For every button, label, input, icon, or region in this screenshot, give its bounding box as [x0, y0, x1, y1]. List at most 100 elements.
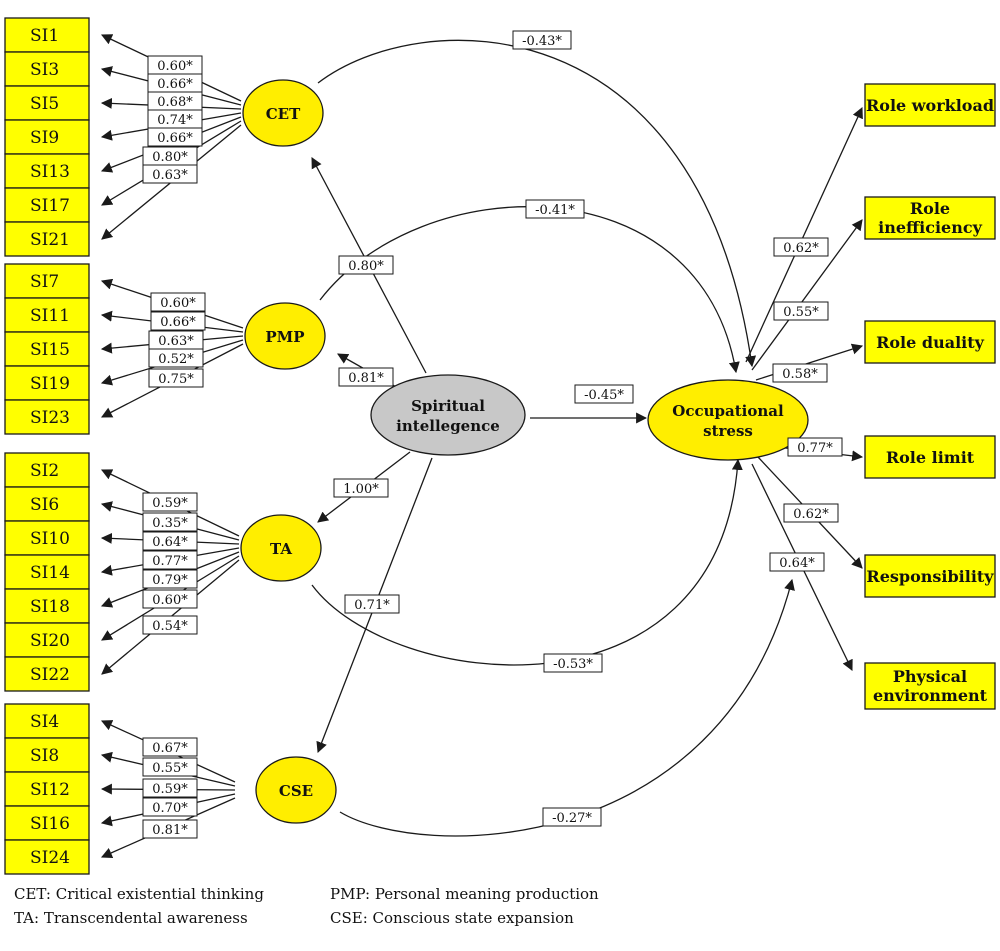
- outcome-label-line1: Occupational: [672, 402, 784, 420]
- indicator-label-si23: SI23: [30, 408, 70, 428]
- path-cse-to-stress: [339, 578, 795, 837]
- loading-label-si11-box: [150, 311, 206, 331]
- loading-label-si6-box: [142, 512, 198, 532]
- indicator-label-si9: SI9: [30, 128, 59, 148]
- loading-label-si11: 0.66*: [160, 315, 196, 330]
- indicator-box-si10: [4, 520, 90, 556]
- outcome-indicator-box-2: [864, 196, 996, 240]
- path-coef-latent-to-stress-3-box: [543, 653, 603, 673]
- loading-label-si20-box: [142, 589, 198, 609]
- latent-label-cet: CET: [266, 105, 301, 123]
- outcome-loading-label-5-box: [783, 503, 839, 523]
- loading-label-si23: 0.75*: [158, 372, 194, 387]
- node-shapes: [4, 17, 996, 875]
- outcome-construct: [647, 379, 809, 461]
- indicator-box-si6: [4, 486, 90, 522]
- path-coef-latent-to-stress-4: -0.27*: [552, 811, 592, 826]
- indicator-label-si12: SI12: [30, 780, 70, 800]
- indicator-label-si7: SI7: [30, 272, 59, 292]
- indicator-box-si2: [4, 452, 90, 488]
- loading-label-si18-box: [142, 569, 198, 589]
- latent-label-pmp: PMP: [265, 328, 304, 346]
- path-coef-central-4: 0.71*: [354, 598, 390, 613]
- indicator-label-si6: SI6: [30, 495, 59, 515]
- outcome-loading-label-2: 0.55*: [783, 305, 819, 320]
- indicator-box-si18: [4, 588, 90, 624]
- loading-label-si3: 0.66*: [157, 77, 193, 92]
- loading-label-si22-box: [142, 615, 198, 635]
- indicator-label-si14: SI14: [30, 563, 70, 583]
- indicator-label-si17: SI17: [30, 196, 70, 216]
- indicator-label-si13: SI13: [30, 162, 70, 182]
- indicator-label-si11: SI11: [30, 306, 70, 326]
- indicator-box-si8: [4, 737, 90, 773]
- path-coef-central-4-box: [344, 594, 400, 614]
- indicator-box-si20: [4, 622, 90, 658]
- loading-label-si18: 0.79*: [152, 573, 188, 588]
- loading-label-si19: 0.52*: [158, 352, 194, 367]
- outcome-indicator-label-4: Role limit: [886, 448, 975, 467]
- path-coef-latent-to-stress-2-box: [525, 199, 585, 219]
- indicator-box-si3: [4, 51, 90, 87]
- outcome-indicator-label-2: Role: [910, 199, 950, 218]
- loading-label-si16-box: [142, 797, 198, 817]
- path-coef-central-2: 0.81*: [348, 371, 384, 386]
- indicator-box-si21: [4, 221, 90, 257]
- loading-label-si22: 0.54*: [152, 619, 188, 634]
- indicator-label-si20: SI20: [30, 631, 70, 651]
- outcome-indicator-label2-2: inefficiency: [878, 218, 982, 237]
- indicator-box-si12: [4, 771, 90, 807]
- outcome-indicator-label-3: Role duality: [876, 333, 985, 352]
- path-pmp-to-stress: [319, 206, 740, 374]
- indicator-label-si16: SI16: [30, 814, 70, 834]
- loading-label-si2: 0.59*: [152, 496, 188, 511]
- path-diagram: SI1SI3SI5SI9SI13SI17SI210.60*0.66*0.68*0…: [4, 17, 996, 875]
- path-coef-latent-to-stress-2: -0.41*: [535, 203, 575, 218]
- path-coef-central-to-stress-box: [574, 384, 634, 404]
- indicator-label-si18: SI18: [30, 597, 70, 617]
- outcome-loading-label-6-box: [769, 552, 825, 572]
- loading-label-si19-box: [148, 348, 204, 368]
- indicator-label-si15: SI15: [30, 340, 70, 360]
- loading-label-si16: 0.70*: [152, 801, 188, 816]
- indicator-box-si24: [4, 839, 90, 875]
- path-coef-latent-to-stress-3: -0.53*: [553, 657, 593, 672]
- path-coef-latent-to-stress-1-box: [512, 30, 572, 50]
- loading-label-si13: 0.66*: [157, 131, 193, 146]
- loading-label-si24: 0.81*: [152, 823, 188, 838]
- indicator-label-si10: SI10: [30, 529, 70, 549]
- legend-ta: TA: Transcendental awareness: [14, 909, 248, 927]
- loading-label-si20: 0.60*: [152, 593, 188, 608]
- loading-label-si17: 0.80*: [152, 150, 188, 165]
- central-label-line1: Spiritual: [411, 397, 485, 415]
- latent-cse: [255, 756, 337, 824]
- path-coef-central-3-box: [333, 478, 389, 498]
- outcome-indicator-label-6: Physical: [893, 667, 967, 686]
- indicator-box-si13: [4, 153, 90, 189]
- outcome-indicator-box-6: [864, 662, 996, 710]
- path-coef-central-3: 1.00*: [343, 482, 379, 497]
- loading-label-si12: 0.59*: [152, 782, 188, 797]
- outcome-indicator-box-4: [864, 435, 996, 479]
- loading-label-si12-box: [142, 778, 198, 798]
- legend-cet: CET: Critical existential thinking: [14, 885, 264, 903]
- path-cet-to-stress: [317, 39, 757, 368]
- path-coef-latent-to-stress-1: -0.43*: [522, 34, 562, 49]
- loading-label-si5: 0.68*: [157, 95, 193, 110]
- indicator-label-si2: SI2: [30, 461, 59, 481]
- indicator-box-si7: [4, 263, 90, 299]
- indicator-box-si5: [4, 85, 90, 121]
- latent-ta: [240, 514, 322, 582]
- outcome-label-line2: stress: [703, 422, 753, 440]
- outcome-loading-label-1: 0.62*: [783, 241, 819, 256]
- indicator-box-si22: [4, 656, 90, 692]
- indicator-label-si19: SI19: [30, 374, 70, 394]
- outcome-indicator-box-1: [864, 83, 996, 127]
- indicator-box-si19: [4, 365, 90, 401]
- indicator-label-si24: SI24: [30, 848, 70, 868]
- legend-pmp: PMP: Personal meaning production: [330, 885, 599, 903]
- coefficient-labels: SI1SI3SI5SI9SI13SI17SI210.60*0.66*0.68*0…: [30, 26, 994, 868]
- indicator-label-si4: SI4: [30, 712, 59, 732]
- outcome-indicator-label2-6: environment: [873, 686, 988, 705]
